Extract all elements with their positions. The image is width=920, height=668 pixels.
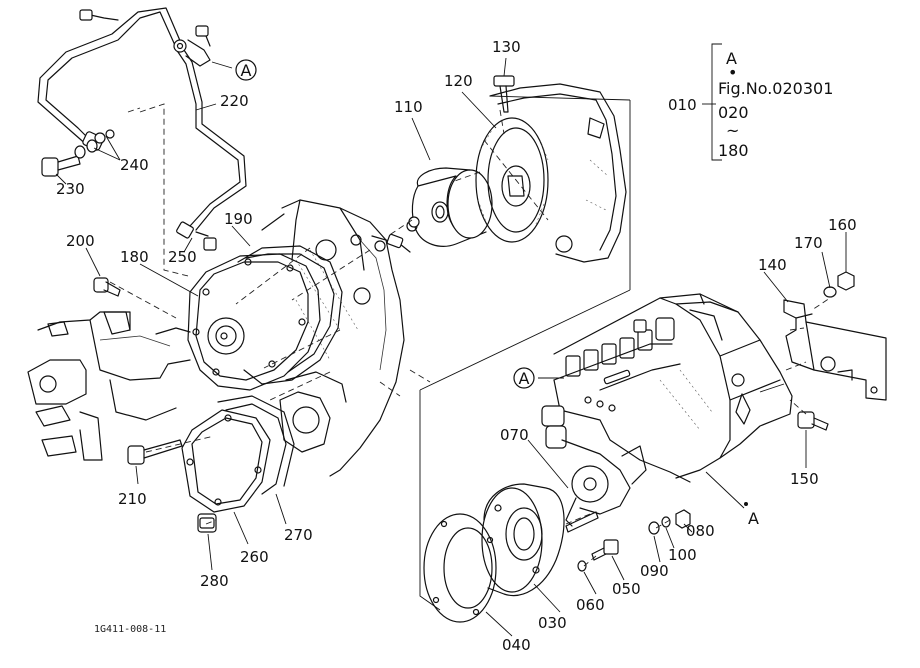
stud-070	[565, 511, 599, 533]
fuel-pipe-220	[37, 7, 247, 239]
label-010: 010	[668, 96, 697, 114]
cover-260	[181, 409, 271, 513]
note-range-sep: ~	[726, 121, 739, 140]
gear-plate	[489, 83, 627, 263]
part-labels: 010 030 040 050 060 070 080 090 100 110 …	[56, 38, 857, 654]
label-230: 230	[56, 180, 85, 198]
washer-090	[648, 521, 660, 535]
circle-ref-a-pump: A	[513, 367, 535, 389]
pump-bracket-140	[783, 299, 887, 401]
note-range-end: 180	[718, 141, 749, 160]
label-070: 070	[500, 426, 529, 444]
label-220: 220	[220, 92, 249, 110]
label-120: 120	[444, 72, 473, 90]
bolt-230	[41, 139, 98, 177]
note-range-start: 020	[718, 103, 749, 122]
label-210: 210	[118, 490, 147, 508]
bolt-210	[127, 439, 183, 465]
injection-pump	[541, 293, 793, 527]
point-ref-a: A	[744, 502, 759, 528]
circle-ref-a-pump-label: A	[519, 369, 530, 388]
gasket-270	[217, 395, 295, 495]
label-110: 110	[394, 98, 423, 116]
label-200: 200	[66, 232, 95, 250]
note-bracket	[711, 43, 722, 161]
label-160: 160	[828, 216, 857, 234]
bolt-200	[93, 277, 121, 297]
label-140: 140	[758, 256, 787, 274]
reference-note: A • Fig.No.020301 020 ~ 180	[718, 49, 833, 160]
note-bullet: •	[728, 63, 737, 82]
idle-gear-120	[475, 117, 549, 243]
label-130: 130	[492, 38, 521, 56]
label-040: 040	[502, 636, 531, 654]
idle-gear-assy-110	[408, 167, 493, 247]
pump-drive-gear-030	[481, 483, 565, 596]
bolt-250	[195, 231, 217, 251]
left-bracket	[27, 311, 191, 461]
gasket-190	[237, 245, 343, 385]
label-180: 180	[120, 248, 149, 266]
gear-case	[261, 199, 418, 477]
label-090: 090	[640, 562, 669, 580]
nut-080	[675, 509, 691, 529]
circle-ref-a-top-label: A	[241, 61, 252, 80]
label-270: 270	[284, 526, 313, 544]
label-280: 280	[200, 572, 229, 590]
label-100: 100	[668, 546, 697, 564]
drawing-code: 1G411-008-11	[94, 624, 166, 635]
label-260: 260	[240, 548, 269, 566]
delivery-valves	[565, 317, 675, 377]
label-170: 170	[794, 234, 823, 252]
note-ref: A	[726, 49, 737, 68]
label-240: 240	[120, 156, 149, 174]
label-250: 250	[168, 248, 197, 266]
bolt-050	[591, 539, 619, 561]
label-060: 060	[576, 596, 605, 614]
gear-cover-180	[187, 253, 321, 391]
label-190: 190	[224, 210, 253, 228]
label-080: 080	[686, 522, 715, 540]
label-030: 030	[538, 614, 567, 632]
bolt-150	[797, 411, 829, 431]
gasket-040	[423, 513, 497, 623]
nut-160	[837, 271, 855, 291]
leader-lines	[55, 57, 847, 637]
label-050: 050	[612, 580, 641, 598]
bolt-280	[197, 513, 217, 533]
washer-060	[577, 560, 587, 572]
circle-ref-a-top: A	[235, 59, 257, 81]
assembly-lines	[109, 95, 837, 611]
label-150: 150	[790, 470, 819, 488]
note-fig-no: Fig.No.020301	[718, 79, 833, 98]
point-ref-a-label: A	[748, 509, 759, 528]
